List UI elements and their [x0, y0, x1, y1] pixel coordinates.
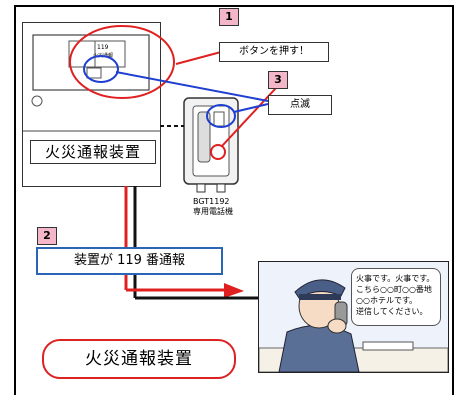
bottom-title: 火災通報装置 [42, 339, 236, 379]
auto-report-box: 装置が 119 番通報 [36, 247, 223, 275]
step-badge-2: 2 [37, 227, 57, 245]
step-badge-3: 3 [268, 71, 288, 89]
phone-model-label: BGT1192 [193, 197, 230, 206]
device-drawing [23, 34, 160, 132]
speech-bubble: 火事です。火事です。 こちら○○町○○番地 ○○ホテルです。 逆信してください。 [351, 268, 441, 326]
callout-push-button: ボタンを押す！ [219, 42, 329, 62]
callout-blink: 点滅 [268, 95, 332, 115]
device-label: 火災通報装置 [30, 140, 156, 164]
speech-line: 逆信してください。 [356, 307, 428, 316]
phone-name-label: 専用電話機 [193, 207, 233, 216]
speech-line: こちら○○町○○番地 [356, 285, 432, 294]
frame-right-border [452, 5, 454, 395]
frame-top-border [14, 5, 454, 7]
speech-line: 火事です。火事です。 [356, 274, 435, 283]
frame-left-border [14, 5, 16, 395]
operator-illustration [259, 279, 448, 372]
speech-line: ○○ホテルです。 [356, 296, 418, 305]
panel-number: 119 [97, 44, 109, 51]
step-badge-1: 1 [219, 8, 239, 26]
